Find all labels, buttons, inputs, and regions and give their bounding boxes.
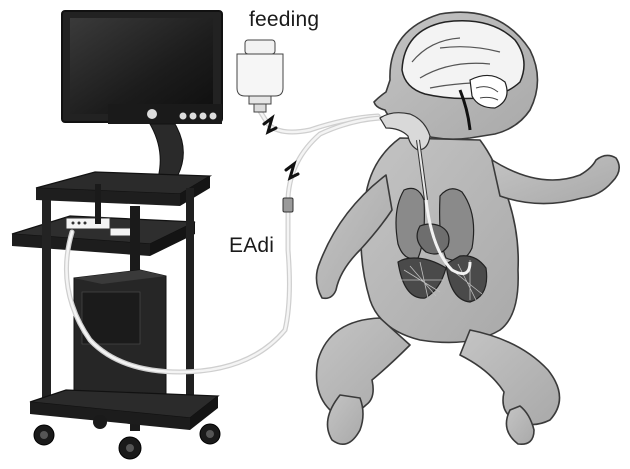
monitor-icon — [62, 11, 222, 178]
feeding-bottle-icon — [237, 40, 283, 112]
eadi-label: EAdi — [229, 234, 274, 258]
cart-icon — [12, 172, 220, 459]
feeding-label: feeding — [249, 8, 319, 32]
